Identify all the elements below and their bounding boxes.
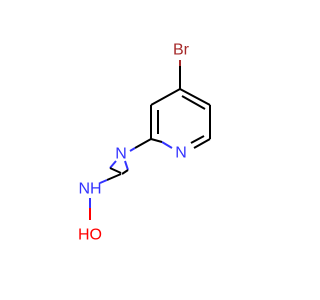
bond-c2-nimine-colored — [129, 147, 136, 152]
bond-nimine-ch-double — [124, 160, 129, 171]
bond-n1-c2 — [161, 141, 173, 149]
bond-c4-c5-double — [181, 95, 206, 110]
molecule-structure: Br N N NH HO — [78, 42, 211, 244]
bromine-label: Br — [173, 42, 190, 59]
bond-c6-n1 — [193, 138, 211, 149]
bond-nimine-ch — [109, 160, 117, 169]
bond-c4-c3 — [150, 88, 181, 106]
nh-label: NH — [78, 181, 101, 198]
bond-c2-nimine — [134, 138, 152, 149]
imine-nitrogen-label: N — [115, 146, 127, 163]
hydroxyl-label: HO — [78, 227, 102, 244]
ring-nitrogen-label: N — [175, 145, 187, 162]
bond-ch-nh-colored — [99, 179, 108, 184]
bond-nimine-ch-double-dark — [121, 169, 129, 175]
bond-c4-c5 — [179, 88, 211, 106]
bond-c6-n1-double — [190, 135, 205, 144]
bond-ch-nh — [106, 173, 122, 181]
bond-n1-c2-dark — [150, 138, 163, 143]
bond-nimine-ch-dark — [109, 167, 122, 174]
